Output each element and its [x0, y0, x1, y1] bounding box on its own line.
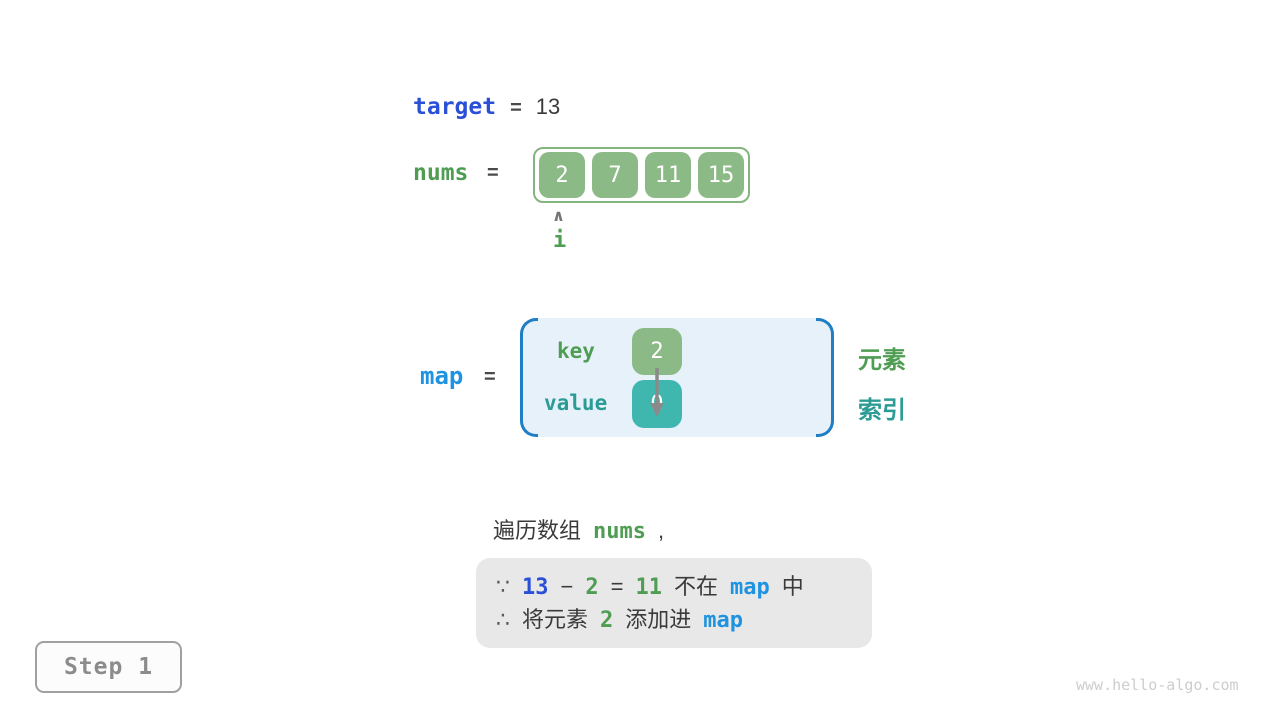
target-equals: = — [510, 97, 522, 119]
caption-code: nums — [593, 519, 646, 544]
nums-label: nums — [413, 160, 469, 186]
map-label: map — [420, 362, 464, 390]
map-right-bracket — [816, 318, 834, 437]
index-pointer-label: i — [553, 228, 567, 253]
note-minuend: 13 — [522, 575, 549, 600]
map-value-label: value — [544, 391, 608, 415]
note-text1: 将元素 — [522, 607, 589, 632]
caption-comma: , — [658, 518, 665, 543]
map-key-cell: 2 — [632, 328, 682, 375]
array-cell: 11 — [645, 152, 691, 198]
note-minus: − — [560, 574, 574, 599]
target-line: target = 13 — [413, 94, 560, 120]
note-text2: 添加进 — [625, 607, 692, 632]
map-value-cell: 0 — [632, 380, 682, 428]
target-keyword: target — [413, 94, 497, 120]
therefore-symbol: ∴ — [496, 607, 510, 632]
array-cell: 15 — [698, 152, 744, 198]
note-not-in-text: 不在 — [673, 574, 718, 599]
note-subtrahend: 2 — [585, 575, 599, 600]
watermark: www.hello-algo.com — [1076, 676, 1239, 694]
caption-prefix: 遍历数组 — [493, 518, 582, 543]
map-left-bracket — [520, 318, 538, 437]
note-box: ∵ 13 − 2 = 11 不在 map 中 ∴ 将元素 2 添加进 map — [476, 558, 872, 648]
note-difference: 11 — [635, 575, 662, 600]
note-map-ref: map — [703, 608, 744, 633]
step-badge-label: Step 1 — [63, 654, 154, 680]
map-container: key 2 0 value — [520, 318, 834, 437]
caption-line: 遍历数组 nums , — [493, 513, 664, 545]
because-symbol: ∵ — [496, 574, 510, 599]
array-cell: 7 — [592, 152, 638, 198]
target-value: 13 — [535, 94, 561, 119]
array-cell: 2 — [539, 152, 585, 198]
note-equals: = — [610, 574, 624, 599]
legend-index-label: 索引 — [858, 397, 906, 424]
index-pointer-caret-icon: ∧ — [552, 208, 565, 225]
note-line-2: ∴ 将元素 2 添加进 map — [496, 604, 872, 637]
step-badge: Step 1 — [35, 641, 182, 693]
map-key-label: key — [557, 339, 595, 363]
map-equals: = — [484, 366, 496, 388]
note-line-1: ∵ 13 − 2 = 11 不在 map 中 — [496, 571, 872, 604]
legend-element-label: 元素 — [858, 347, 906, 374]
nums-equals: = — [487, 162, 499, 184]
note-num: 2 — [600, 608, 614, 633]
note-map-ref: map — [729, 575, 770, 600]
note-suffix: 中 — [781, 574, 804, 599]
nums-array: 2 7 11 15 — [533, 147, 750, 203]
